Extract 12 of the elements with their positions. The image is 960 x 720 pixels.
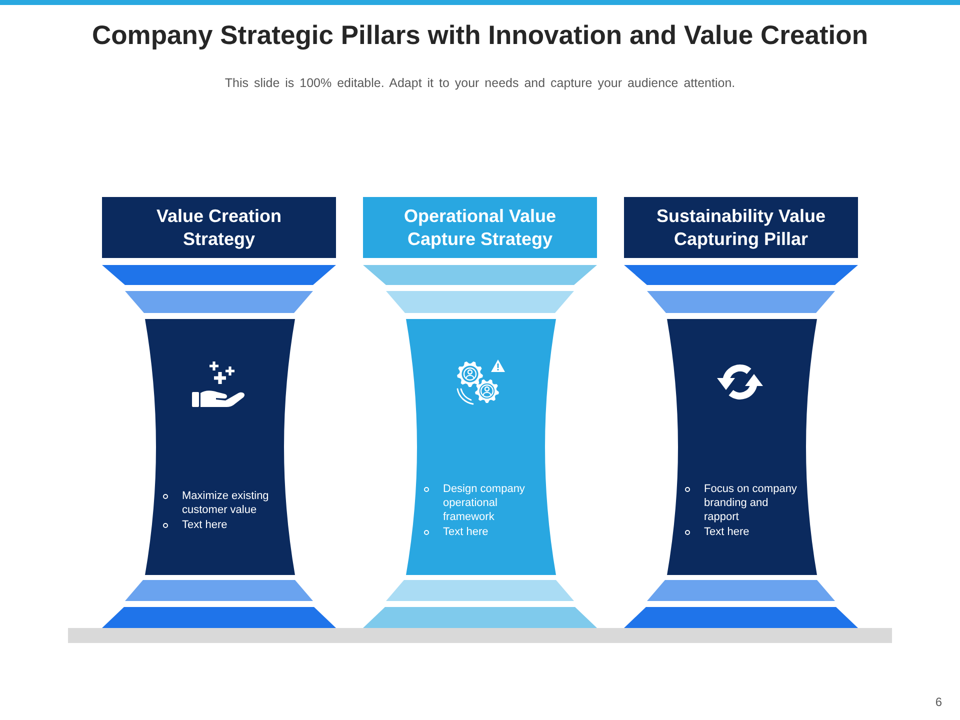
heading-text: Operational Value Capture Strategy — [402, 204, 558, 250]
page-number: 6 — [935, 694, 942, 710]
heading-text: Sustainability Value Capturing Pillar — [655, 204, 827, 250]
bullet-text: Maximize existing customer value — [182, 489, 270, 517]
bullet-text: Text here — [182, 518, 228, 532]
bullet-text: Text here — [704, 525, 750, 539]
heading-text: Value Creation Strategy — [155, 204, 283, 250]
bullet-text: Text here — [443, 525, 490, 539]
slide-title: Company Strategic Pillars with Innovation and Value Creation — [92, 19, 868, 51]
bullet-text: Focus on company branding and rapport — [704, 482, 798, 524]
bullet-text: Design company operational framework — [443, 482, 526, 524]
subtitle-text: This slide is 100% editable. Adapt it to your needs and capture your audience attention. — [224, 75, 736, 91]
